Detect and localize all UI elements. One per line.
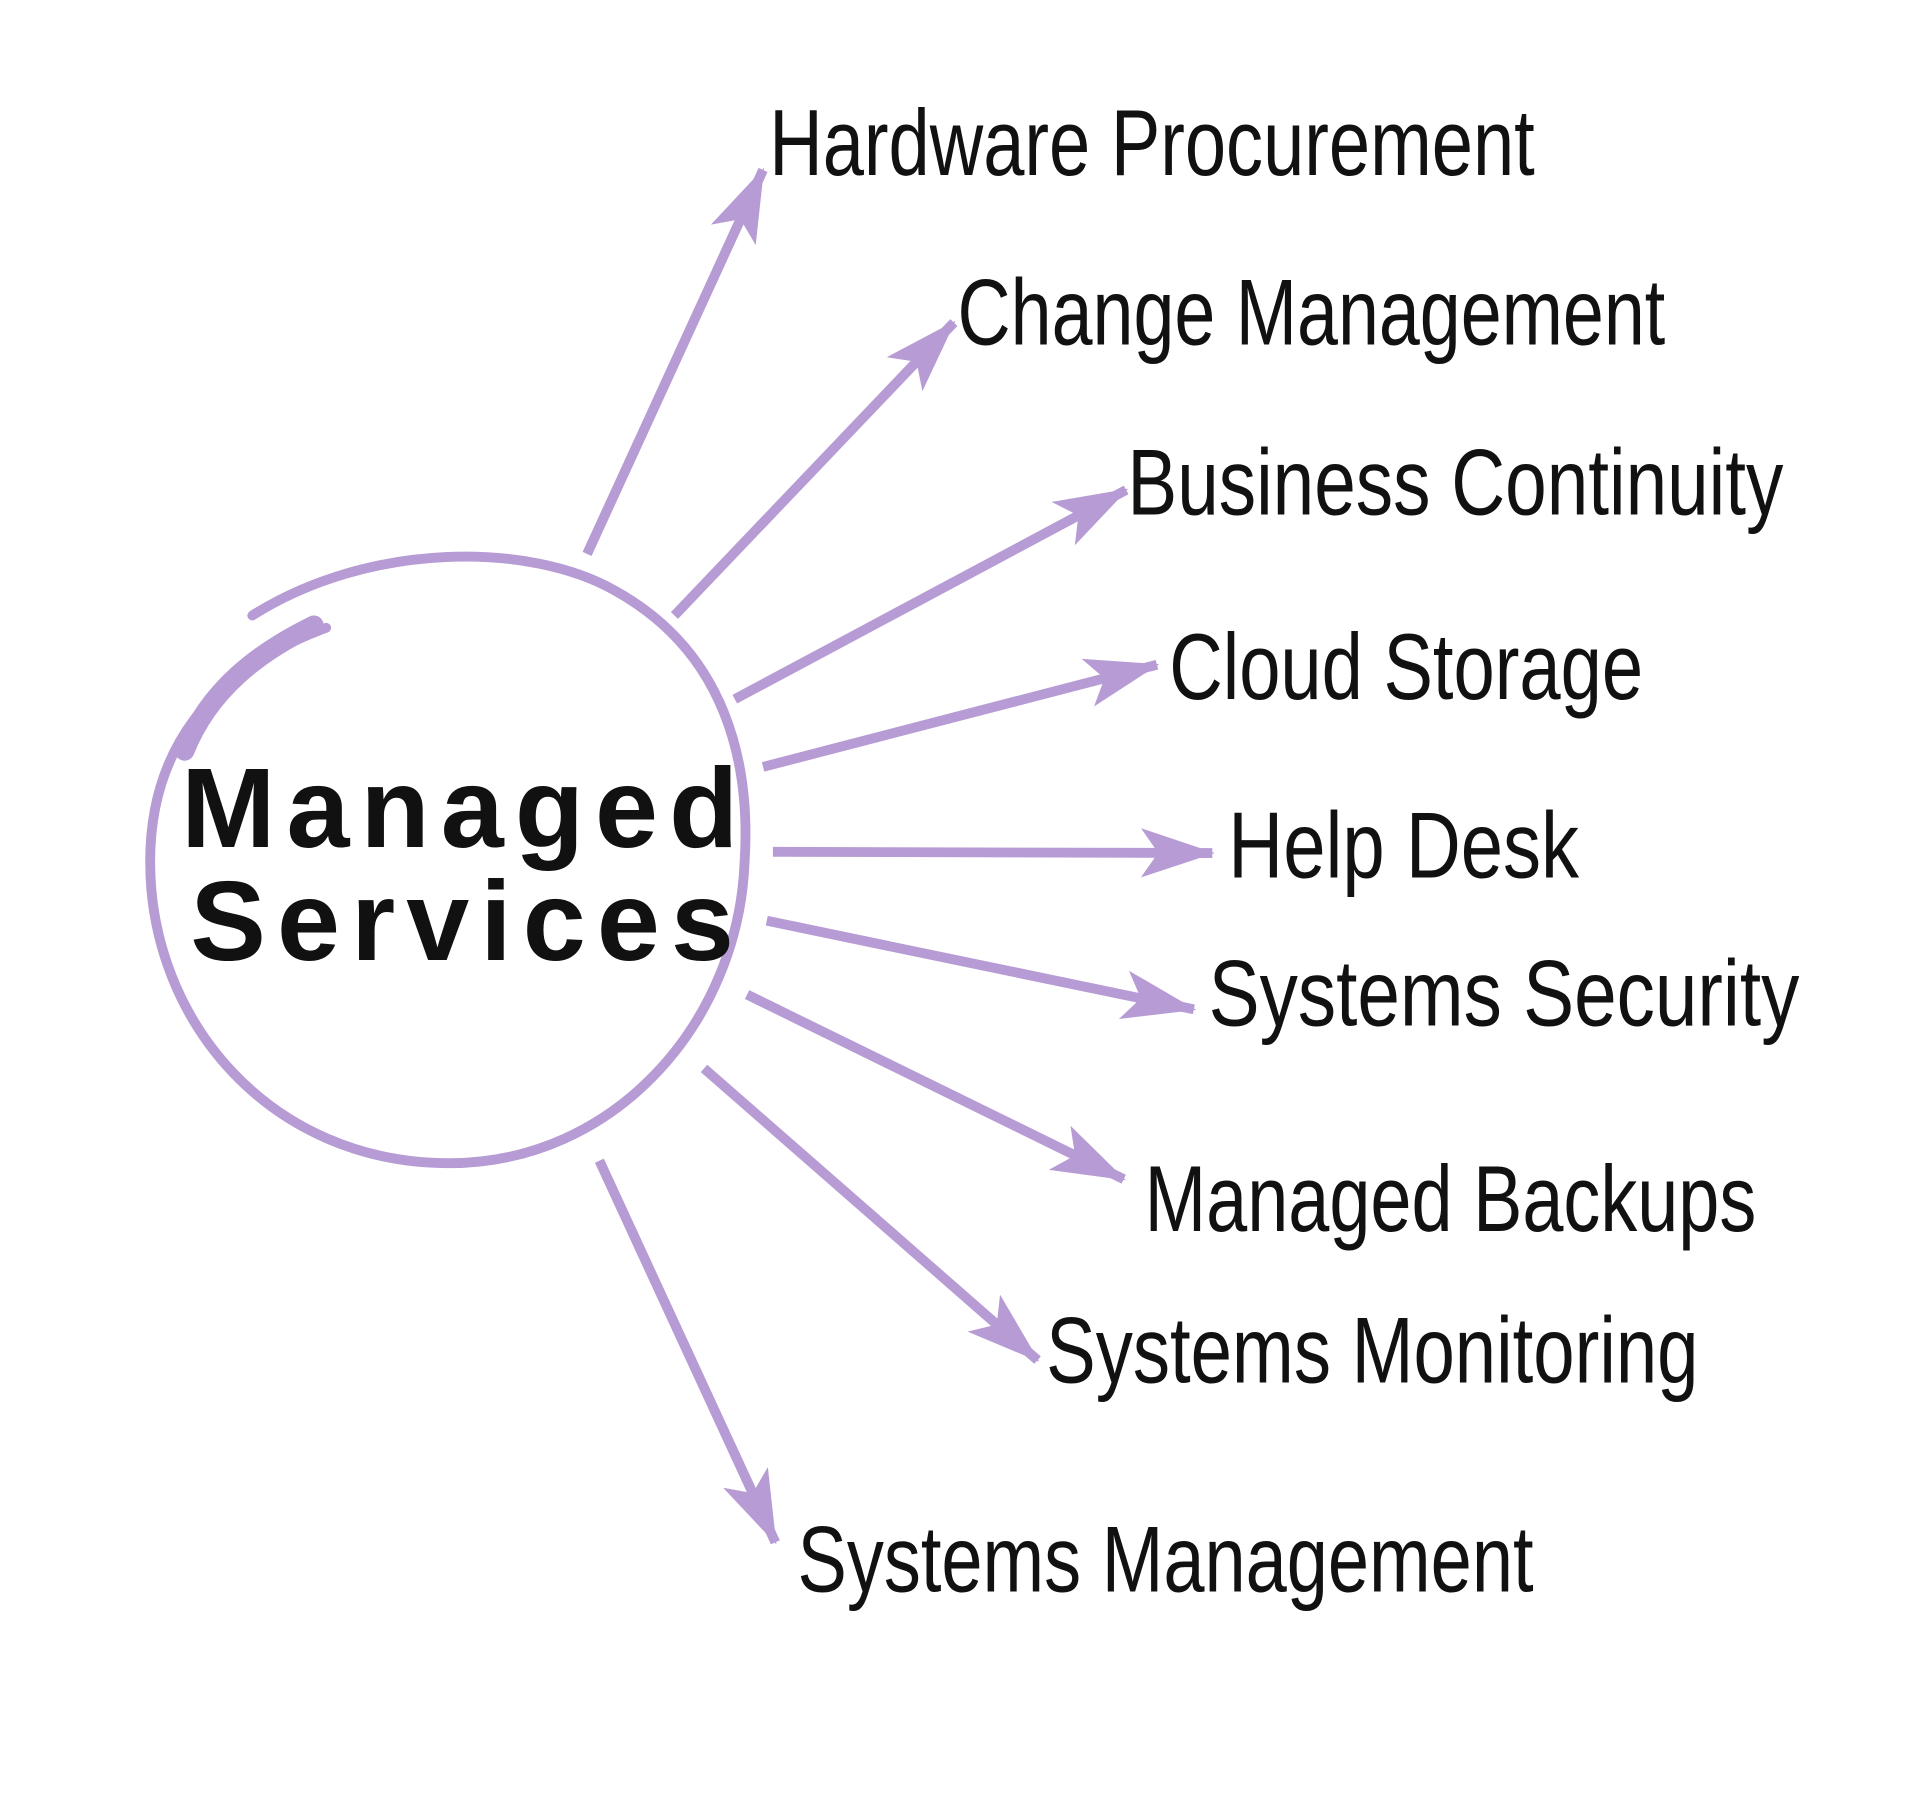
center-circle (145, 551, 751, 1169)
label-systems-management: Systems Management (798, 1506, 1534, 1611)
label-systems-monitoring: Systems Monitoring (1046, 1297, 1698, 1402)
arrow-cloud-storage (761, 658, 1160, 772)
center-title-line2: Services (190, 857, 744, 984)
label-managed-backups: Managed Backups (1145, 1146, 1757, 1251)
arrow-managed-backups (744, 990, 1126, 1184)
label-help-desk: Help Desk (1228, 793, 1579, 898)
arrow-change-management (670, 319, 958, 619)
center-title-line1: Managed (181, 744, 749, 871)
arrow-systems-security (765, 915, 1197, 1019)
label-hardware-procurement: Hardware Procurement (769, 90, 1535, 195)
arrow-help-desk (772, 828, 1215, 878)
label-cloud-storage: Cloud Storage (1169, 614, 1643, 719)
arrow-business-continuity (732, 485, 1129, 704)
label-business-continuity: Business Continuity (1127, 430, 1783, 535)
arrow-hardware-procurement (582, 167, 768, 557)
label-systems-security: Systems Security (1209, 940, 1800, 1045)
arrow-systems-monitoring (700, 1064, 1041, 1364)
arrow-systems-management (594, 1158, 780, 1545)
label-change-management: Change Management (958, 260, 1666, 365)
